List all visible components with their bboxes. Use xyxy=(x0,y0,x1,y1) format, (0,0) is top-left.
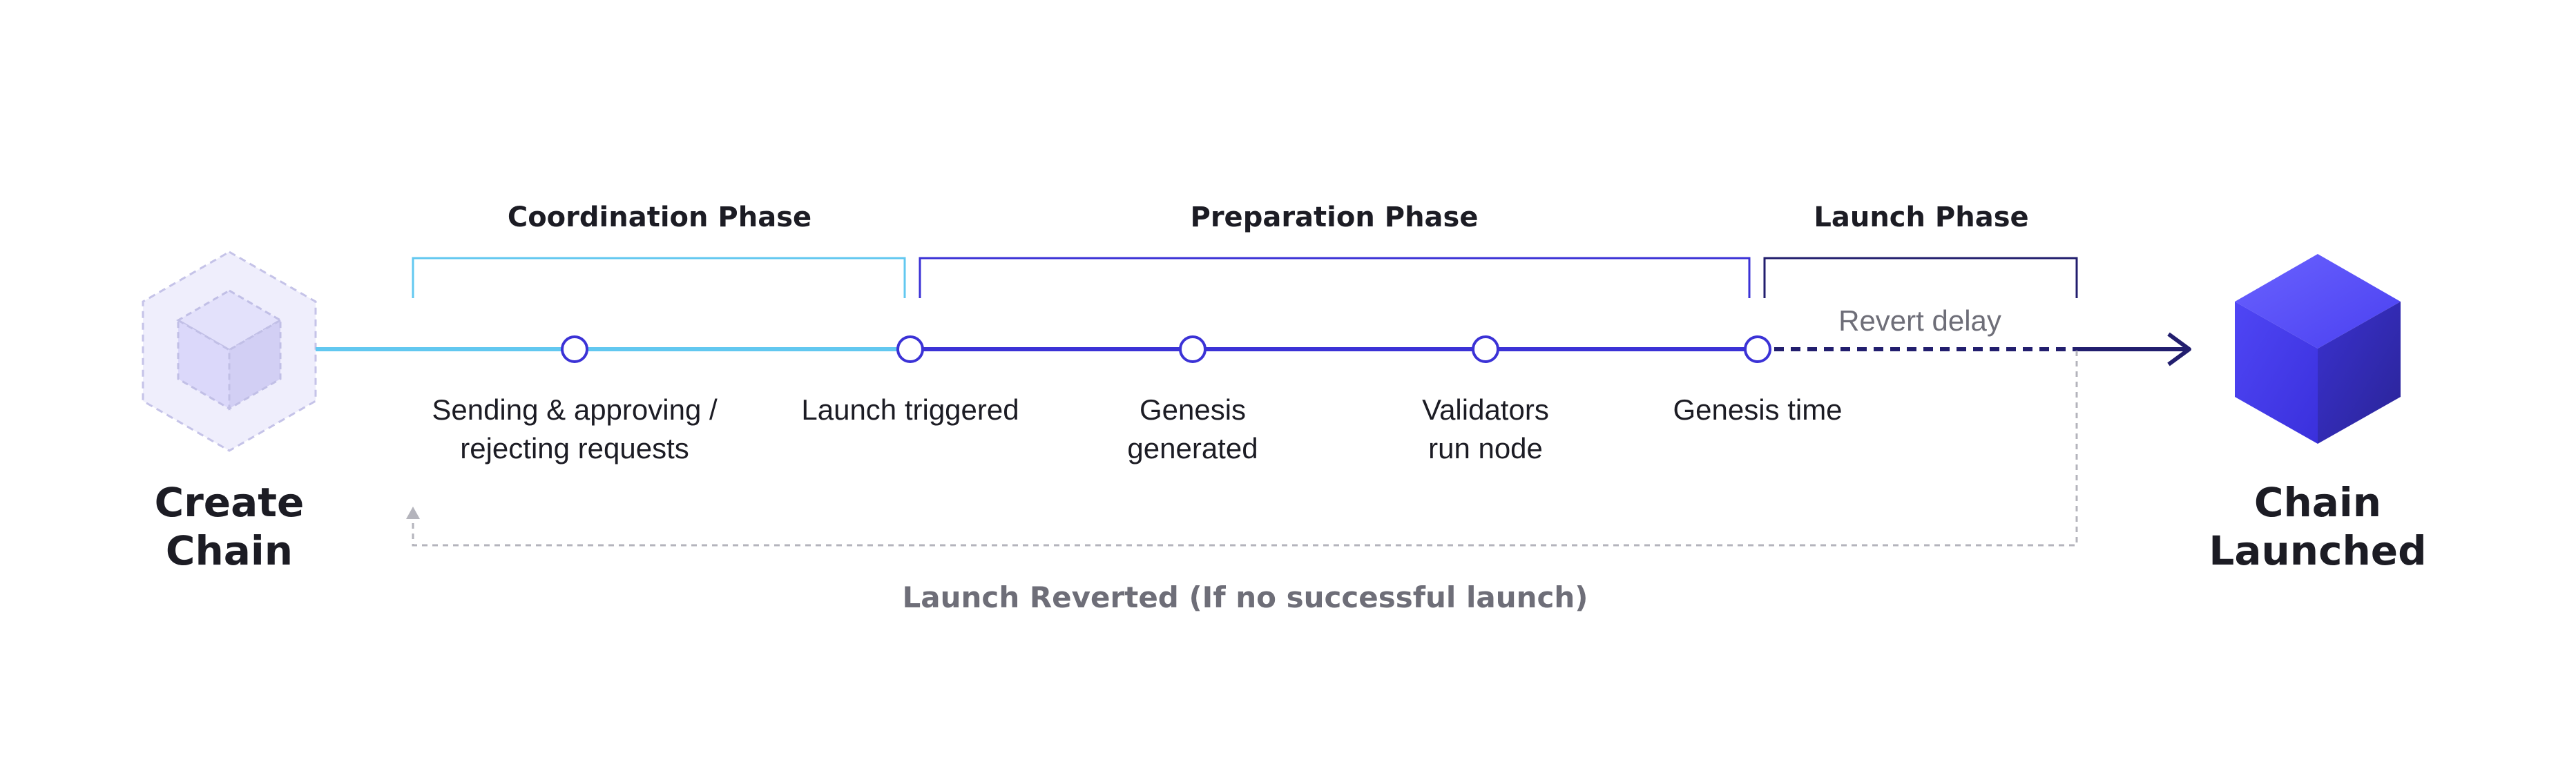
coordination-phase-bracket xyxy=(412,257,906,298)
preparation-phase-bracket xyxy=(919,257,1751,298)
milestone-sending-requests-marker xyxy=(561,335,588,363)
chain-launched-node: Chain Launched xyxy=(2209,254,2427,574)
milestone-genesis-generated-marker xyxy=(1179,335,1207,363)
chain-launched-title-line1: Chain xyxy=(2254,479,2381,526)
cube-icon xyxy=(2235,254,2401,444)
milestone-genesis-generated-line1: Genesis xyxy=(1140,393,1246,426)
milestone-genesis-generated-line2: generated xyxy=(1127,432,1258,464)
launch-reverted-label: Launch Reverted (If no successful launch… xyxy=(903,580,1588,614)
faded-cube-icon xyxy=(176,289,282,411)
milestone-genesis-time-marker xyxy=(1744,335,1771,363)
revert-arrow-head-icon xyxy=(406,507,420,519)
chain-launched-title-line2: Launched xyxy=(2209,527,2426,574)
launch-reverted-path xyxy=(412,351,2078,547)
milestone-launch-triggered-marker xyxy=(896,335,924,363)
arrow-head-icon xyxy=(2167,332,2191,366)
coordination-phase-title: Coordination Phase xyxy=(508,202,811,233)
create-chain-title-line1: Create xyxy=(155,479,305,526)
milestone-validators-run-node-marker xyxy=(1472,335,1499,363)
milestone-sending-requests-line1: Sending & approving / xyxy=(432,393,718,426)
revert-delay-label: Revert delay xyxy=(1838,304,2001,337)
milestone-sending-requests-line2: rejecting requests xyxy=(460,432,689,464)
milestone-genesis-time-label: Genesis time xyxy=(1673,393,1842,426)
milestone-validators-run-node-line2: run node xyxy=(1428,432,1543,464)
launch-phase-title: Launch Phase xyxy=(1814,202,2028,233)
create-chain-title-line2: Chain xyxy=(166,527,293,574)
launch-phase-bracket xyxy=(1763,257,2078,298)
create-chain-node: Create Chain xyxy=(142,251,317,574)
preparation-phase-title: Preparation Phase xyxy=(1191,202,1479,233)
milestone-launch-triggered-label: Launch triggered xyxy=(801,393,1019,426)
milestone-validators-run-node-line1: Validators xyxy=(1422,393,1549,426)
